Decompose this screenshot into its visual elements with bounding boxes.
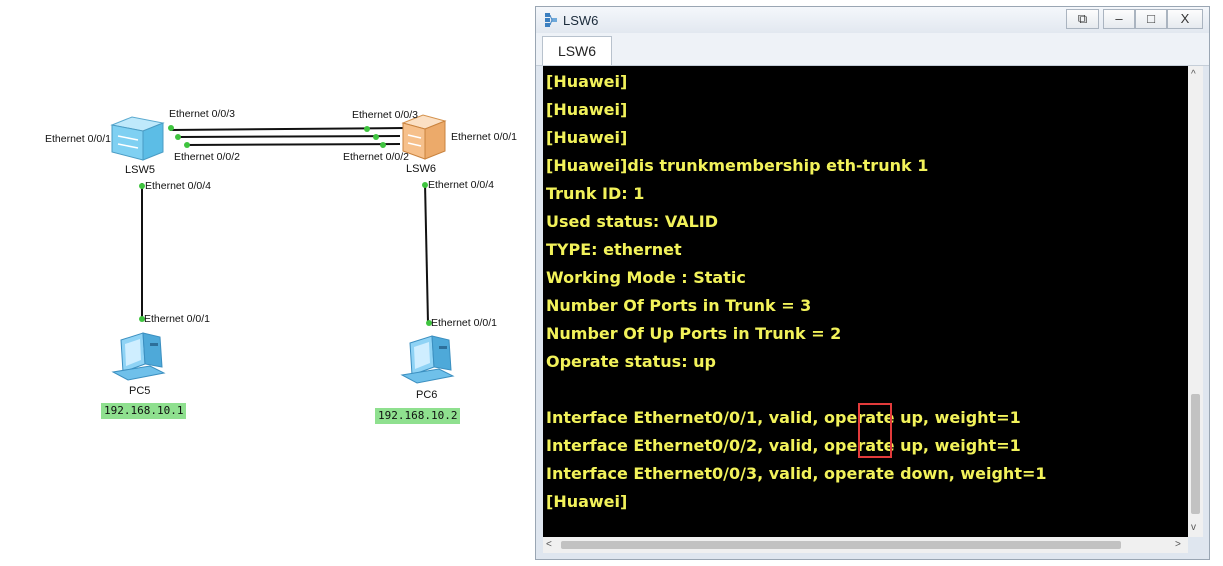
port-dot bbox=[139, 316, 145, 322]
port-label: Ethernet 0/0/2 bbox=[343, 151, 409, 163]
horizontal-scroll-thumb[interactable] bbox=[561, 541, 1121, 549]
title-bar[interactable]: LSW6 ⧉ – □ X bbox=[536, 7, 1209, 33]
switch-icon[interactable] bbox=[401, 114, 447, 160]
ip-badge-pc5: 192.168.10.1 bbox=[101, 403, 187, 419]
link-e2[interactable] bbox=[185, 143, 401, 146]
terminal-line: [Huawei] bbox=[546, 100, 628, 119]
scroll-down-icon[interactable]: v bbox=[1191, 522, 1196, 533]
terminal-line bbox=[546, 376, 1047, 404]
terminal-line: [Huawei] bbox=[546, 72, 628, 91]
terminal-line: Used status: VALID bbox=[546, 212, 718, 231]
vertical-scroll-thumb[interactable] bbox=[1191, 394, 1200, 514]
port-label: Ethernet 0/0/2 bbox=[174, 151, 240, 163]
port-dot bbox=[168, 125, 174, 131]
terminal-line: Number Of Ports in Trunk = 3 bbox=[546, 296, 812, 315]
device-label-pc5: PC5 bbox=[129, 385, 151, 397]
terminal-line: [Huawei]dis trunkmembership eth-trunk 1 bbox=[546, 156, 929, 175]
console-window[interactable]: LSW6 ⧉ – □ X LSW6 [Huawei][Huawei][Huawe… bbox=[535, 6, 1210, 560]
terminal-line: Interface Ethernet0/0/1, valid, operate … bbox=[546, 408, 1021, 427]
port-dot bbox=[184, 142, 190, 148]
ip-badge-pc6: 192.168.10.2 bbox=[375, 408, 461, 424]
tab-lsw6[interactable]: LSW6 bbox=[542, 36, 612, 65]
topology-links bbox=[110, 114, 455, 384]
terminal-line: [Huawei] bbox=[546, 492, 628, 511]
terminal-line: Working Mode : Static bbox=[546, 268, 746, 287]
link-e1[interactable] bbox=[177, 135, 401, 138]
computer-icon[interactable] bbox=[111, 332, 166, 381]
switch-icon[interactable] bbox=[110, 116, 165, 161]
port-label: Ethernet 0/0/4 bbox=[145, 180, 211, 192]
vertical-scrollbar[interactable]: ^ v bbox=[1188, 66, 1203, 537]
terminal-line: Interface Ethernet0/0/2, valid, operate … bbox=[546, 436, 1021, 455]
port-dot bbox=[380, 142, 386, 148]
device-label-lsw5: LSW5 bbox=[125, 164, 155, 176]
port-label: Ethernet 0/0/1 bbox=[431, 317, 497, 329]
tab-strip: LSW6 bbox=[536, 33, 1209, 66]
port-dot bbox=[364, 126, 370, 132]
terminal-line: Number Of Up Ports in Trunk = 2 bbox=[546, 324, 842, 343]
port-label: Ethernet 0/0/3 bbox=[352, 109, 418, 121]
port-label: Ethernet 0/0/1 bbox=[45, 133, 111, 145]
terminal-line: Operate status: up bbox=[546, 352, 717, 371]
port-dot bbox=[175, 134, 181, 140]
device-label-lsw6: LSW6 bbox=[406, 163, 436, 175]
scroll-left-icon[interactable]: < bbox=[546, 539, 552, 550]
port-label: Ethernet 0/0/4 bbox=[428, 179, 494, 191]
port-label: Ethernet 0/0/1 bbox=[144, 313, 210, 325]
port-dot bbox=[373, 134, 379, 140]
close-button[interactable]: X bbox=[1167, 9, 1203, 29]
highlight-box bbox=[858, 403, 892, 458]
window-title: LSW6 bbox=[563, 13, 599, 28]
minimize-button[interactable]: – bbox=[1103, 9, 1135, 29]
port-dot bbox=[139, 183, 145, 189]
terminal-line: Trunk ID: 1 bbox=[546, 184, 645, 203]
terminal-app-icon bbox=[545, 13, 557, 27]
terminal-line: Interface Ethernet0/0/3, valid, operate … bbox=[546, 464, 1047, 483]
device-label-pc6: PC6 bbox=[416, 389, 438, 401]
terminal-line: [Huawei] bbox=[546, 128, 628, 147]
link-lsw6-pc6[interactable] bbox=[424, 182, 429, 324]
terminal-output[interactable]: [Huawei] [Huawei] [Huawei] [Huawei]dis trun… bbox=[543, 66, 1188, 537]
port-dot bbox=[422, 182, 428, 188]
restore-button[interactable]: ⧉ bbox=[1066, 9, 1099, 29]
maximize-button[interactable]: □ bbox=[1135, 9, 1167, 29]
scroll-right-icon[interactable]: > bbox=[1175, 539, 1181, 550]
scroll-up-icon[interactable]: ^ bbox=[1191, 69, 1196, 80]
port-label: Ethernet 0/0/1 bbox=[451, 131, 517, 143]
port-label: Ethernet 0/0/3 bbox=[169, 108, 235, 120]
horizontal-scrollbar[interactable]: < > bbox=[543, 537, 1188, 553]
topology-canvas[interactable]: Ethernet 0/0/1 Ethernet 0/0/3 Ethernet 0… bbox=[0, 0, 535, 566]
computer-icon[interactable] bbox=[400, 335, 455, 384]
terminal-line: TYPE: ethernet bbox=[546, 240, 682, 259]
port-dot bbox=[426, 320, 432, 326]
